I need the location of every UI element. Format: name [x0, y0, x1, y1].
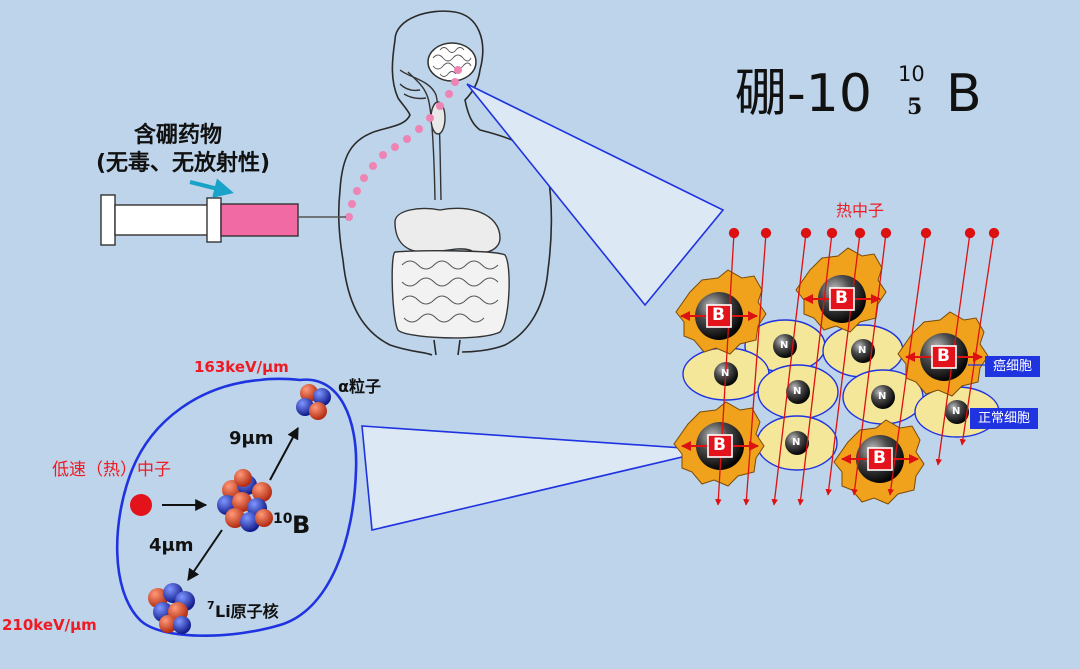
- brain-zoom-cone: [466, 83, 725, 307]
- boron-mass-number: 10: [273, 511, 293, 527]
- nucleus-letter: N: [780, 340, 789, 351]
- normal-cells: [682, 319, 1000, 471]
- boron-letter: B: [937, 346, 950, 366]
- neutron-beam: [959, 227, 1000, 446]
- thermal-neutron-label: 热中子: [836, 201, 885, 220]
- lithium-7-nucleus: [148, 583, 195, 634]
- boron-letter: B: [835, 288, 848, 308]
- normal-cell: [822, 324, 904, 378]
- normal-cell: [757, 364, 839, 420]
- boron-marker: [803, 287, 881, 311]
- neutron-beam: [887, 227, 932, 496]
- alpha-arrow: [269, 426, 299, 481]
- syringe-illustration: [100, 194, 346, 246]
- nucleus-letter: N: [858, 345, 867, 356]
- injection-arrow: [189, 178, 234, 198]
- brain-illustration: [427, 42, 477, 82]
- neutron-beam: [771, 227, 812, 506]
- alpha-let-label: 163keV/μm: [194, 358, 289, 376]
- boron-letter: B: [712, 305, 725, 325]
- boron-marker: [680, 304, 758, 328]
- thermal-neutron-beams: [715, 227, 1000, 506]
- neutron-beam: [851, 227, 892, 496]
- slow-neutron-dot: [130, 494, 152, 516]
- nucleus-letter: N: [878, 391, 887, 402]
- title-atomic-number: 5: [907, 94, 923, 120]
- title-symbol: B: [946, 64, 982, 124]
- neutron-beam: [825, 227, 866, 496]
- cancer-cell-tag: 癌细胞: [985, 356, 1041, 377]
- lithium-mass-number: 7: [207, 599, 215, 612]
- drug-pathway-dots: [345, 66, 462, 221]
- boron-marker: [681, 434, 759, 458]
- lithium-arrow: [187, 529, 223, 581]
- lithium-range-label: 4μm: [149, 535, 194, 556]
- neutron-beam: [797, 227, 838, 506]
- boron-10-nucleus: [217, 469, 273, 532]
- drug-label-line1: 含硼药物: [134, 123, 223, 148]
- boron-symbol-label: B: [292, 511, 311, 539]
- nucleus-letter: N: [792, 437, 801, 448]
- alpha-particle-nucleus: [296, 384, 331, 420]
- alpha-range-label: 9μm: [229, 428, 274, 449]
- normal-cell-tag: 正常细胞: [970, 408, 1039, 429]
- nucleus-letter: N: [793, 386, 802, 397]
- nucleus-letter: N: [952, 406, 961, 417]
- title-mass-number: 10: [898, 62, 925, 86]
- boron-letter: B: [873, 448, 886, 468]
- reaction-loop: [115, 377, 358, 637]
- boron-letter: B: [713, 435, 726, 455]
- boron-markers: [680, 287, 983, 471]
- lithium-let-label: 210keV/μm: [2, 616, 97, 634]
- lithium-nucleus-label: Li原子核: [215, 602, 279, 621]
- boron-marker: [905, 345, 983, 369]
- title-element: 硼-10: [735, 64, 872, 124]
- drug-label-line2: (无毒、无放射性): [96, 151, 271, 176]
- cell-zoom-cone: [361, 425, 713, 531]
- nucleus-letter: N: [721, 368, 730, 379]
- digestive-organs-illustration: [391, 207, 510, 339]
- neutron-beam: [743, 227, 772, 506]
- esophagus-illustration: [399, 69, 446, 201]
- slow-neutron-label: 低速（热）中子: [52, 460, 171, 480]
- alpha-particle-label: α粒子: [338, 377, 381, 396]
- neutron-beam: [715, 227, 740, 506]
- boron-marker: [841, 447, 919, 471]
